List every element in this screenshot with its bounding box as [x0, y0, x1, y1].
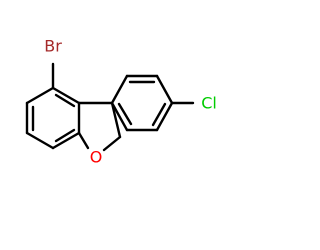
- bond: [151, 102, 167, 127]
- bond: [54, 93, 76, 108]
- bond: [117, 102, 133, 126]
- bond: [25, 131, 55, 150]
- bond: [155, 74, 174, 105]
- bond: [25, 86, 55, 105]
- bonds: [25, 62, 195, 152]
- bond: [110, 101, 122, 139]
- bond: [77, 131, 90, 150]
- bond: [102, 135, 122, 152]
- atom-label-o: O: [90, 148, 103, 167]
- bond: [110, 74, 129, 105]
- atom-label-br: Br: [44, 37, 62, 56]
- bond: [51, 131, 81, 150]
- bond: [54, 128, 76, 143]
- bond: [51, 86, 81, 105]
- atom-labels: Br O Cl: [44, 37, 217, 167]
- bond: [110, 101, 129, 132]
- atom-label-cl: Cl: [201, 94, 217, 113]
- bond: [155, 101, 174, 132]
- molecule-structure: Br O Cl: [25, 37, 217, 167]
